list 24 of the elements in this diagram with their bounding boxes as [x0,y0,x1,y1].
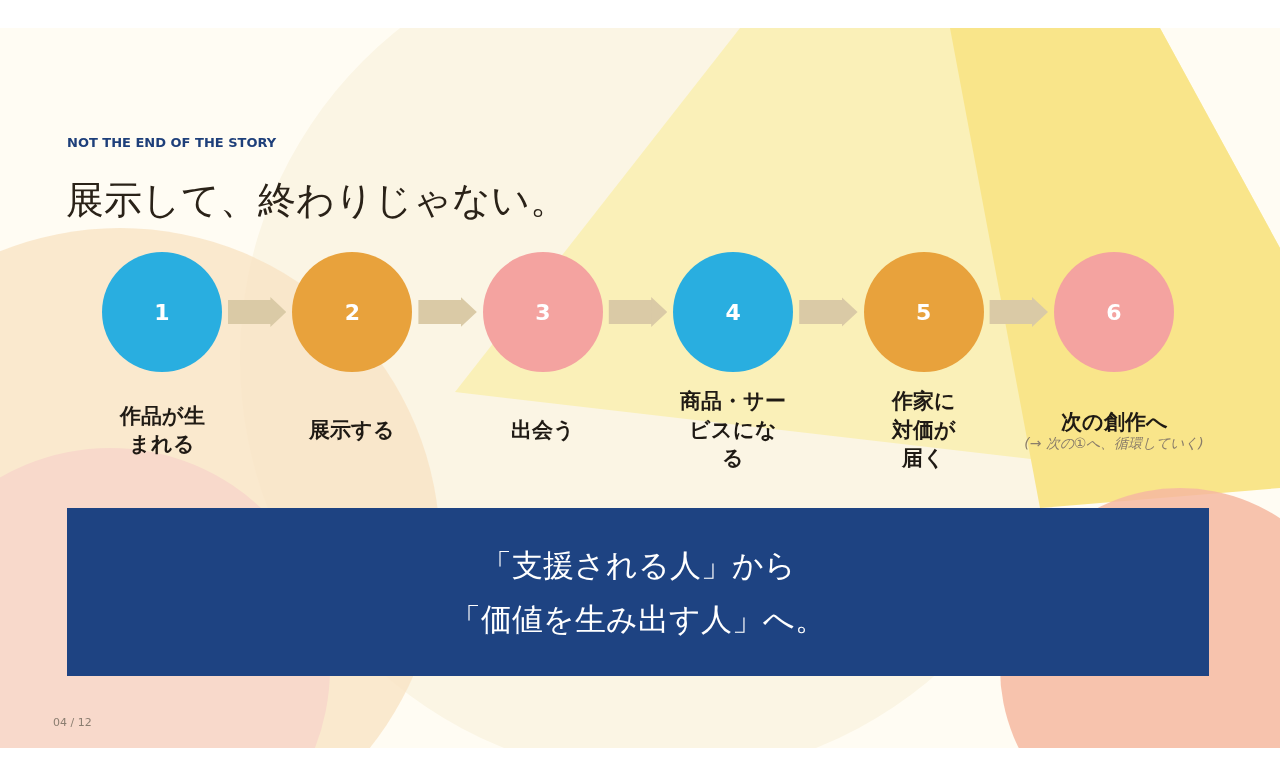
subtitle: NOT THE END OF THE STORY [67,134,277,152]
step-label: 作品が生まれる [118,402,206,458]
step-number: 4 [725,298,741,327]
step-number: 6 [1106,298,1122,327]
step-label: 作家に対価が届く [890,388,957,473]
message-banner [67,508,1209,676]
step-label: 商品・サービスになる [679,388,788,473]
step-number: 2 [344,298,361,327]
step-number: 1 [154,298,170,327]
step-number: 5 [915,298,932,327]
chevron-arrow [418,297,477,327]
chevron-arrow [799,297,858,327]
chevron-arrow [608,297,668,327]
step-label: 出会う [509,416,576,444]
step-label: 展示する [308,416,397,444]
title: 展示して、終わりじゃない。 [66,177,568,224]
step-label: 次の創作へ [1059,409,1169,437]
step-number: 3 [535,298,551,327]
chevron-arrow [228,297,287,327]
chevron-arrow [989,297,1048,327]
page-number: 04 / 12 [53,715,92,731]
banner-text: 「価値を生み出す人」へ。 [450,600,826,639]
step-note: (→ 次の①へ、循環していく) [1024,436,1204,452]
banner-text: 「支援される人」から [480,545,796,585]
